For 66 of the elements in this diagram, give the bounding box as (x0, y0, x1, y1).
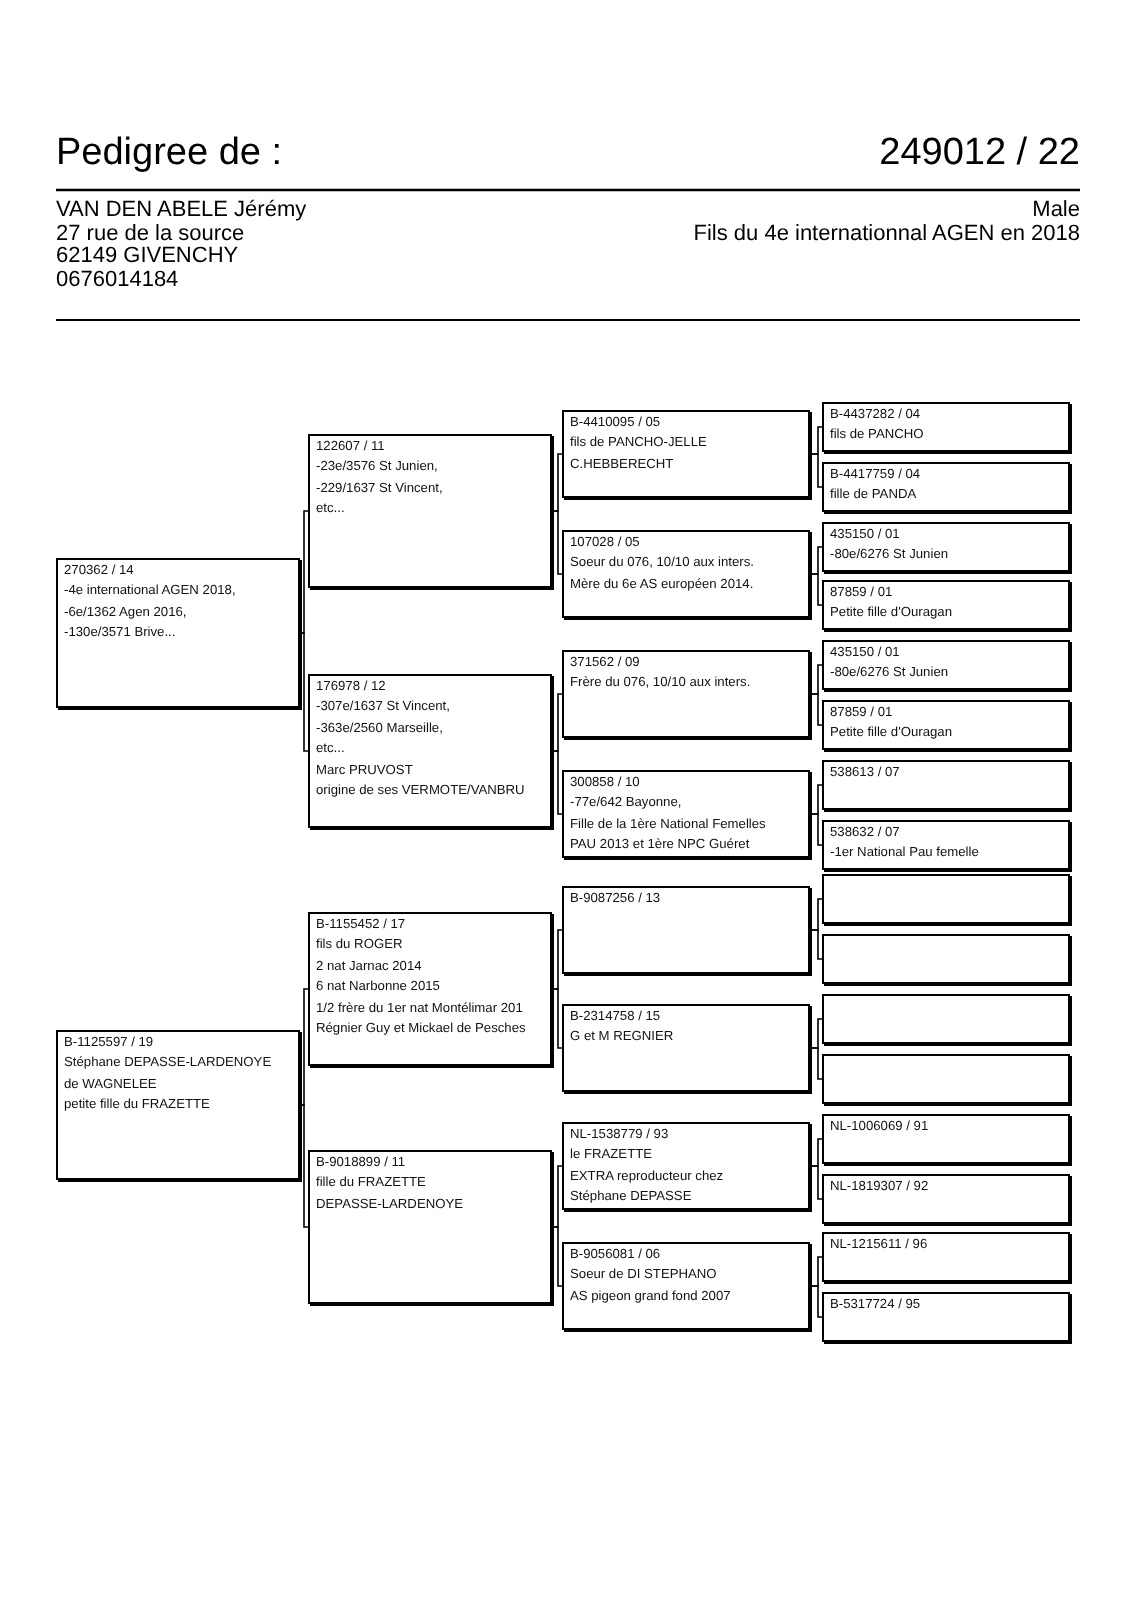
connector-line (553, 929, 563, 990)
connector-line (301, 632, 309, 752)
connector-line (301, 510, 309, 634)
pedigree-box (562, 770, 810, 858)
connector-line (553, 453, 563, 512)
pedigree-box (308, 434, 552, 588)
connector-line (811, 426, 823, 455)
page-title: Pedigree de : (56, 132, 283, 176)
pedigree-box (822, 640, 1070, 690)
pedigree-box (822, 1232, 1070, 1282)
pedigree-number: 249012 / 22 (879, 132, 1080, 176)
connector-line (811, 1018, 823, 1049)
pedigree-box (822, 874, 1070, 924)
pedigree-box (562, 886, 810, 974)
info-text: VAN DEN ABELE Jérémy (56, 200, 307, 223)
connector-line (811, 1047, 823, 1080)
pedigree-box (562, 1004, 810, 1092)
connector-line (811, 1138, 823, 1167)
connector-line (553, 1226, 563, 1287)
pedigree-box (822, 522, 1070, 572)
connector-line (553, 988, 563, 1049)
connector-line (553, 693, 563, 752)
connector-line (811, 1285, 823, 1318)
pedigree-box (822, 402, 1070, 452)
pedigree-box (822, 1174, 1070, 1224)
connector-line (811, 453, 823, 488)
info-text: 27 rue de la source (56, 223, 245, 246)
pedigree-box (822, 934, 1070, 984)
connector-line (553, 1165, 563, 1228)
pedigree-box (822, 462, 1070, 512)
pedigree-box (822, 700, 1070, 750)
connector-line (811, 573, 823, 606)
connector-line (811, 929, 823, 960)
connector-line (811, 784, 823, 815)
pedigree-box (562, 650, 810, 738)
pedigree-box (562, 1242, 810, 1330)
pedigree-box (562, 530, 810, 618)
pedigree-box (822, 994, 1070, 1044)
pedigree-box (822, 820, 1070, 870)
pedigree-box (56, 558, 300, 708)
pedigree-box (822, 760, 1070, 810)
pedigree-box (308, 912, 552, 1066)
connector-line (553, 750, 563, 815)
info-text: Fils du 4e internationnal AGEN en 2018 (693, 223, 1080, 246)
pedigree-box (822, 580, 1070, 630)
info-text: 0676014184 (56, 269, 179, 292)
info-text: Male (1032, 200, 1080, 223)
connector-line (811, 664, 823, 695)
connector-line (301, 1104, 309, 1228)
pedigree-box (822, 1292, 1070, 1342)
connector-line (811, 693, 823, 726)
pedigree-box (308, 674, 552, 828)
connector-line (811, 813, 823, 846)
connector-line (811, 1256, 823, 1287)
pedigree-box (308, 1150, 552, 1304)
info-text: 62149 GIVENCHY (56, 246, 239, 269)
connector-line (811, 546, 823, 575)
pedigree-box (822, 1114, 1070, 1164)
connector-line (553, 510, 563, 575)
connector-line (301, 988, 309, 1106)
pedigree-box (56, 1030, 300, 1180)
pedigree-box (562, 410, 810, 498)
pedigree-box (822, 1054, 1070, 1104)
connector-line (811, 898, 823, 931)
pedigree-box (562, 1122, 810, 1210)
connector-line (811, 1165, 823, 1200)
